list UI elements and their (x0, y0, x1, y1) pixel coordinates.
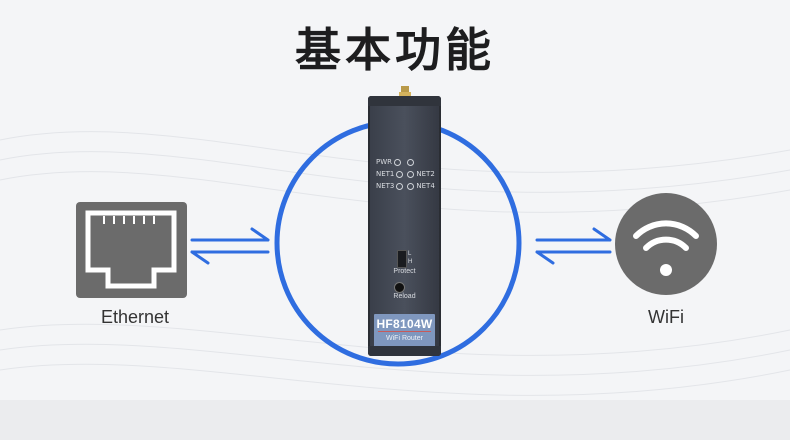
bottom-band (0, 400, 790, 440)
led-row-1: PWR (376, 158, 416, 166)
led-label-net3: NET3 (376, 182, 395, 190)
page-title: 基本功能 (295, 23, 495, 77)
led-row-3: NET3 NET4 (376, 182, 435, 190)
spare-led-icon (407, 158, 415, 166)
reload-label: Reload (393, 293, 416, 300)
net3-led-icon (396, 182, 404, 190)
wifi-icon (615, 193, 717, 295)
led-label-net2: NET2 (416, 170, 435, 178)
wifi-arrows (535, 227, 612, 265)
protect-switch[interactable] (397, 250, 407, 268)
switch-high-label: H (408, 259, 413, 265)
protect-label: Protect (393, 268, 416, 275)
model-name: HF8104W (376, 317, 433, 331)
led-label-net1: NET1 (376, 170, 395, 178)
model-badge: HF8104W WiFi Router (374, 314, 435, 348)
device-bottom-cap (368, 346, 441, 356)
net1-led-icon (396, 170, 404, 178)
router-device: PWR NET1 NET2 NET3 NET4 L H Protect Reload… (368, 96, 441, 356)
led-row-2: NET1 NET2 (376, 170, 435, 178)
ethernet-arrows (190, 227, 270, 265)
led-label-net4: NET4 (416, 182, 435, 190)
wifi-label: WiFi (648, 307, 684, 327)
badge-divider (378, 331, 431, 332)
device-top-cap (368, 96, 441, 106)
reload-button[interactable] (394, 282, 405, 293)
ethernet-port-icon (76, 202, 187, 298)
net2-led-icon (407, 170, 415, 178)
device-type: WiFi Router (386, 335, 423, 342)
antenna-icon (399, 86, 411, 98)
ethernet-label: Ethernet (100, 307, 170, 327)
led-label-pwr: PWR (376, 158, 393, 166)
net4-led-icon (407, 182, 415, 190)
pwr-led-icon (394, 158, 402, 166)
switch-low-label: L (408, 251, 412, 257)
